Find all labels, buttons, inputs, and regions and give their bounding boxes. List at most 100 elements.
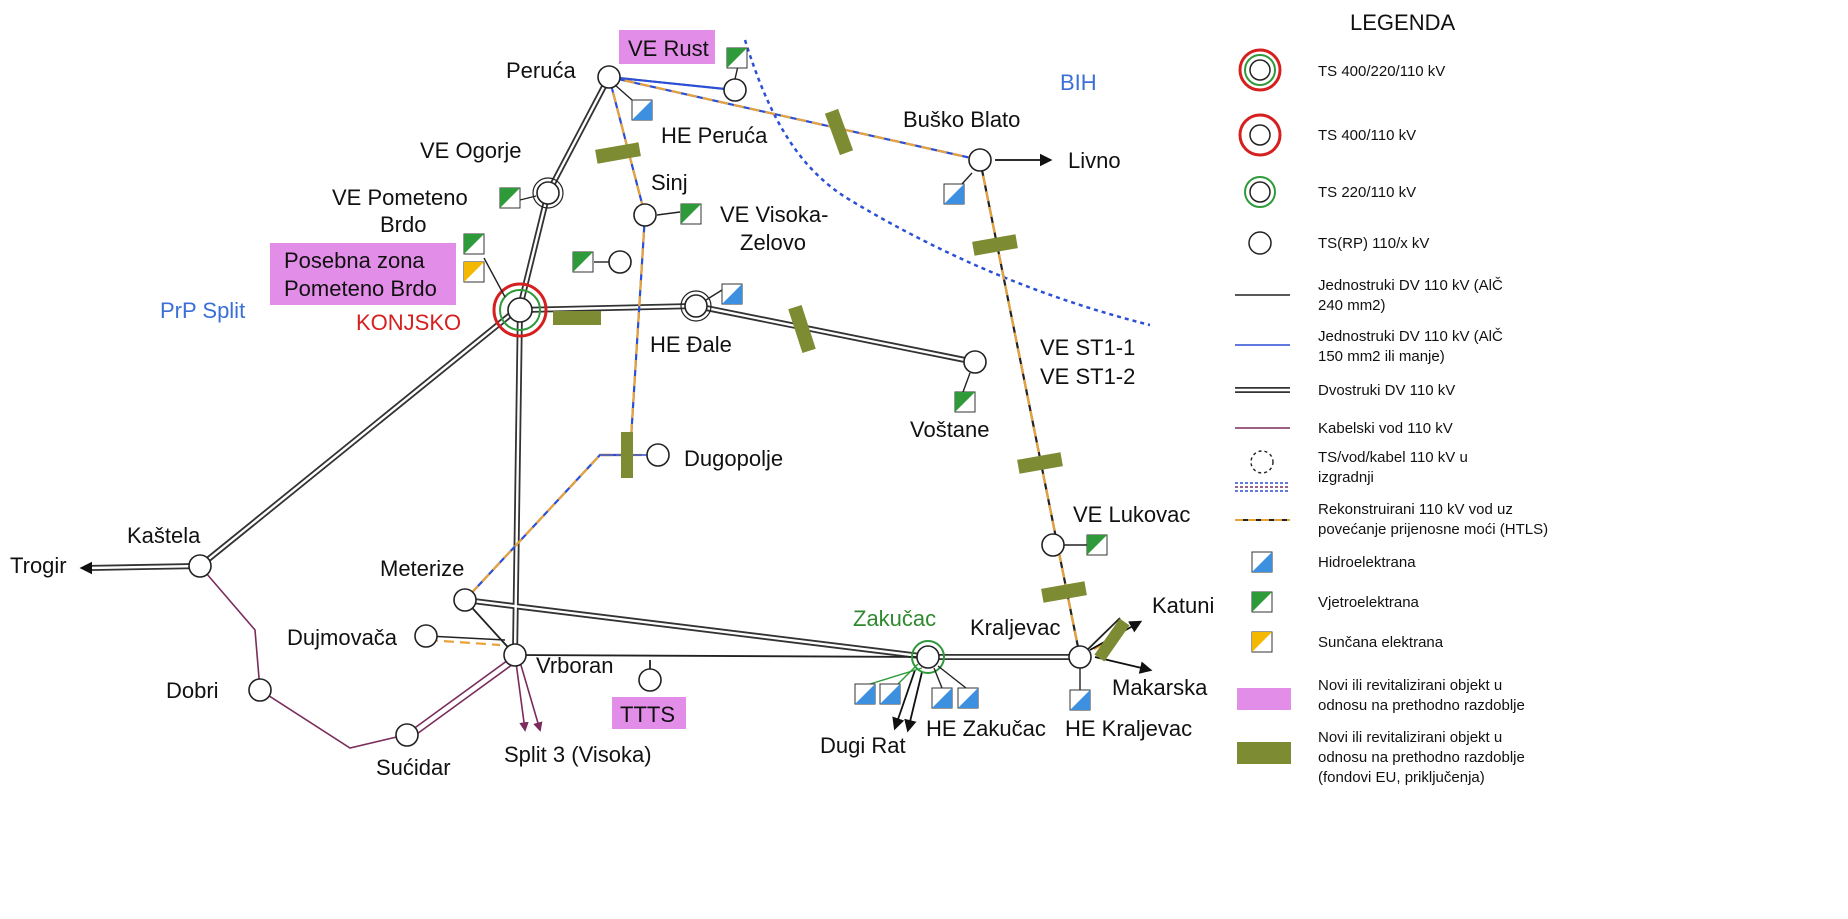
node-sucidar: [395, 723, 419, 747]
label-dugi-rat: Dugi Rat: [820, 733, 906, 758]
label-ve-visoka-2: Zelovo: [740, 230, 806, 255]
label-dobri: Dobri: [166, 678, 219, 703]
legend-ts-400-110: TS 400/110 kV: [1318, 127, 1416, 144]
ttts-box: [612, 697, 686, 729]
legend-novi-2: odnosu na prethodno razdoblje: [1318, 697, 1525, 714]
he-zakucac-hydro-icon-2: [957, 687, 979, 709]
posebna-zona-label-2: Pometeno Brdo: [284, 276, 437, 301]
node-ve-rust: [723, 78, 747, 102]
label-he-kraljevac: HE Kraljevac: [1065, 716, 1192, 741]
konjsko-ring-green: [499, 289, 541, 331]
label-ve-visoka-1: VE Visoka-: [720, 202, 828, 227]
legend: LEGENDA TS 400/220/110 kV TS 400/110 kV …: [1235, 10, 1548, 786]
label-sinj: Sinj: [651, 170, 688, 195]
legend-wind-icon: [1251, 591, 1273, 613]
cable-lines: [199, 565, 543, 749]
legend-ts-rp: TS(RP) 110/x kV: [1318, 235, 1429, 252]
zakucac-ring-green: [911, 640, 945, 674]
legend-kabelski: Kabelski vod 110 kV: [1318, 420, 1453, 437]
node-zakucac: [916, 645, 940, 669]
label-he-peruca: HE Peruća: [661, 123, 768, 148]
label-he-zakucac: HE Zakučac: [926, 716, 1046, 741]
konjsko-ring-red: [492, 282, 548, 338]
pometeno-wind-icon: [463, 233, 485, 255]
double-lines: [85, 74, 1083, 660]
label-sucidar: Sućidar: [376, 755, 451, 780]
node-visoka: [608, 250, 632, 274]
label-livno: Livno: [1068, 148, 1121, 173]
legend-htls-2: povećanje prijenosne moći (HTLS): [1318, 521, 1548, 538]
label-vrboran: Vrboran: [536, 653, 613, 678]
plant-icons: [463, 47, 1108, 711]
ve-rust-box: [619, 30, 715, 64]
node-dujmovaca: [414, 624, 438, 648]
label-dugopolje: Dugopolje: [684, 446, 783, 471]
ve-lukovac-wind-icon: [1086, 534, 1108, 556]
legend-novi-1: Novi ili revitalizirani objekt u: [1318, 677, 1502, 694]
legend-htls-1: Rekonstruirani 110 kV vod uz: [1318, 501, 1513, 518]
label-ve-pometeno-2: Brdo: [380, 212, 426, 237]
posebna-zona-box: [270, 243, 456, 305]
substations: [188, 65, 1092, 747]
label-meterize: Meterize: [380, 556, 464, 581]
label-konjsko: KONJSKO: [356, 310, 461, 335]
node-peruca: [597, 65, 621, 89]
node-ogorje: [536, 181, 560, 205]
zakucac-hydro-icon-2: [879, 683, 901, 705]
label-zakucac: Zakučac: [853, 606, 936, 631]
node-labels: Peruća VE Ogorje VE Pometeno Brdo KONJSK…: [10, 58, 1214, 780]
legend-hydro-icon: [1251, 551, 1273, 573]
legend-ts-220-110: TS 220/110 kV: [1318, 184, 1416, 201]
zakucac-hydro-icon-1: [854, 683, 876, 705]
label-kastela: Kaštela: [127, 523, 201, 548]
node-meterize: [453, 588, 477, 612]
legend-novi-eu-1: Novi ili revitalizirani objekt u: [1318, 729, 1502, 746]
node-vostane: [963, 350, 987, 374]
legend-title: LEGENDA: [1350, 10, 1455, 35]
pometeno-solar-icon: [463, 261, 485, 283]
label-ve-lukovac: VE Lukovac: [1073, 502, 1190, 527]
htls-lines: [427, 75, 1111, 658]
sinj-area-wind-icon: [572, 251, 594, 273]
node-kastela: [188, 554, 212, 578]
legend-novi-eu-2: odnosu na prethodno razdoblje: [1318, 749, 1525, 766]
legend-ts-400-220: TS 400/220/110 kV: [1318, 63, 1445, 80]
legend-jednostruki-240-1: Jednostruki DV 110 kV (AlČ: [1318, 277, 1503, 294]
legend-izgradnji-2: izgradnji: [1318, 469, 1374, 486]
legend-jednostruki-150-1: Jednostruki DV 110 kV (AlČ: [1318, 328, 1503, 345]
legend-dvostruki: Dvostruki DV 110 kV: [1318, 382, 1455, 399]
vostane-wind-icon: [954, 391, 976, 413]
label-ve-st1-1: VE ST1-1: [1040, 335, 1135, 360]
label-ve-pometeno-1: VE Pometeno: [332, 185, 468, 210]
label-dujmovaca: Dujmovača: [287, 625, 398, 650]
legend-vjetroelektrana: Vjetroelektrana: [1318, 594, 1420, 611]
ve-ogorje-wind-icon: [499, 187, 521, 209]
node-kraljevac: [1068, 645, 1092, 669]
ve-rust-label: VE Rust: [628, 36, 709, 61]
label-trogir: Trogir: [10, 553, 67, 578]
label-katuni: Katuni: [1152, 593, 1214, 618]
node-lukovac: [1041, 533, 1065, 557]
label-vostane: Voštane: [910, 417, 990, 442]
he-kraljevac-hydro-icon: [1069, 689, 1091, 711]
legend-novi-eu-3: (fondovi EU, priključenja): [1318, 769, 1485, 786]
legend-jednostruki-150-2: 150 mm2 ili manje): [1318, 348, 1445, 365]
busko-blato-hydro-icon: [943, 183, 965, 205]
posebna-zona-label-1: Posebna zona: [284, 248, 425, 273]
label-busko-blato: Buško Blato: [903, 107, 1020, 132]
bih-border: [743, 39, 1151, 327]
node-sinj: [633, 203, 657, 227]
label-ve-st1-2: VE ST1-2: [1040, 364, 1135, 389]
ttts-label: TTTS: [620, 702, 675, 727]
label-ve-ogorje: VE Ogorje: [420, 138, 522, 163]
legend-izgradnji-1: TS/vod/kabel 110 kV u: [1318, 449, 1468, 466]
node-busko-blato: [968, 148, 992, 172]
label-split3: Split 3 (Visoka): [504, 742, 652, 767]
ve-visoka-wind-icon: [680, 203, 702, 225]
node-dobri: [248, 678, 272, 702]
node-vrboran: [503, 643, 527, 667]
he-peruca-hydro-icon: [631, 99, 653, 121]
he-zakucac-hydro-icon-1: [931, 687, 953, 709]
node-he-dale: [684, 294, 708, 318]
